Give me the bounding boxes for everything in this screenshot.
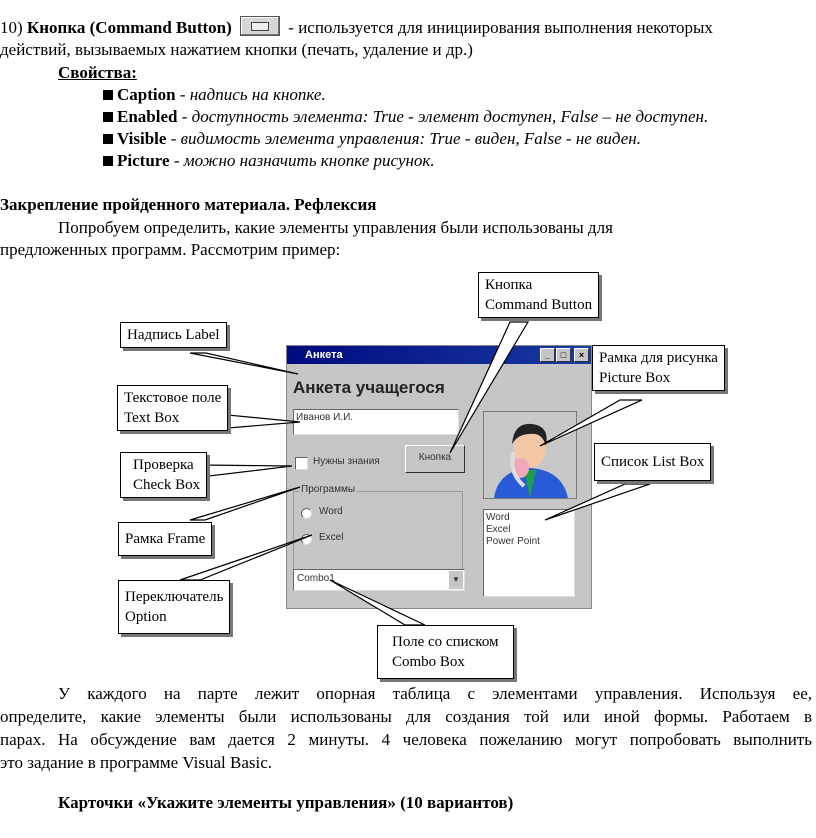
close-icon: × xyxy=(574,348,589,362)
bullet-icon xyxy=(103,156,113,166)
list-item: Word xyxy=(486,512,510,523)
callout-label: Надпись Label xyxy=(120,322,227,348)
man-on-phone-icon xyxy=(494,423,568,498)
intro-line-2: действий, вызываемых нажатием кнопки (пе… xyxy=(0,40,473,59)
radio-icon xyxy=(301,508,312,519)
property-item: Picture - можно назначить кнопке рисунок… xyxy=(117,151,435,170)
intro-title: Кнопка (Command Button) xyxy=(26,18,232,37)
callout-listbox: Список List Box xyxy=(594,443,712,481)
form-label: Анкета учащегося xyxy=(293,378,445,397)
property-item: Visible - видимость элемента управления:… xyxy=(117,129,641,148)
callout-frame: Рамка Frame xyxy=(118,522,213,556)
form-option: Excel xyxy=(319,532,344,543)
cards-heading: Карточки «Укажите элементы управления» (… xyxy=(58,793,514,812)
form-listbox: Word Excel Power Point xyxy=(483,509,575,597)
list-item: Excel xyxy=(486,524,511,535)
section-heading: Закрепление пройденного материала. Рефле… xyxy=(0,195,377,214)
section-text: Попробуем определить, какие элементы упр… xyxy=(58,218,613,237)
list-item: Power Point xyxy=(486,536,540,547)
body-paragraph: У каждого на парте лежит опорная таблица… xyxy=(58,684,812,703)
frame-caption: Программы xyxy=(299,484,358,495)
body-paragraph: определите, какие элементы были использо… xyxy=(0,707,812,726)
checkbox-icon xyxy=(295,457,308,470)
form-command-button: Кнопка xyxy=(405,445,465,473)
section-text: предложенных программ. Рассмотрим пример… xyxy=(0,240,341,259)
bullet-icon xyxy=(103,134,113,144)
properties-heading: Свойства: xyxy=(58,63,137,82)
command-button-icon xyxy=(240,16,281,36)
maximize-icon: □ xyxy=(556,348,571,362)
body-paragraph: парах. На обсуждение вам дается 2 минуты… xyxy=(0,730,812,749)
form-checkbox-label: Нужны знания xyxy=(313,456,380,467)
intro-line: 10) Кнопка (Command Button) - использует… xyxy=(0,16,713,37)
body-paragraph: это задание в программе Visual Basic. xyxy=(0,753,273,772)
minimize-icon: _ xyxy=(540,348,555,362)
property-item: Caption - надпись на кнопке. xyxy=(117,85,326,104)
bullet-icon xyxy=(103,112,113,122)
form-textbox: Иванов И.И. xyxy=(293,409,459,435)
bullet-icon xyxy=(103,90,113,100)
form-window: Анкета _ □ × Анкета учащегося Иванов И.И… xyxy=(286,345,592,609)
dropdown-arrow-icon: ▼ xyxy=(449,571,463,589)
form-title-bar: Анкета _ □ × xyxy=(287,346,591,364)
form-combo: Combo1▼ xyxy=(293,569,465,591)
picture-box-image xyxy=(483,411,577,499)
form-option: Word xyxy=(319,506,343,517)
property-item: Enabled - доступность элемента: True - э… xyxy=(117,107,709,126)
